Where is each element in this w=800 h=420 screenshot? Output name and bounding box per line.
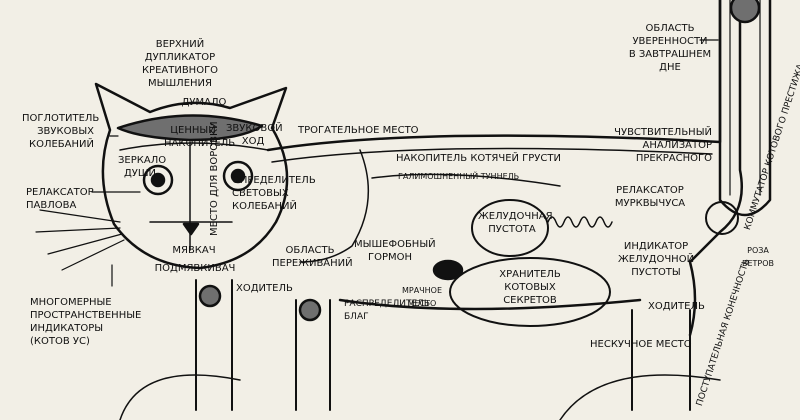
front-joint-right <box>298 298 322 322</box>
whiskers <box>35 209 125 271</box>
label-gloomy-place: МРАЧНОЕ МЕСТО <box>401 286 443 308</box>
cat-body-outline <box>266 0 744 337</box>
spring-coil <box>547 216 613 228</box>
label-walker-right: ХОДИТЕЛЬ <box>648 301 705 312</box>
tail-tip <box>729 0 761 24</box>
label-light-detector: ОПРЕДЕЛИТЕЛЬ СВЕТОВЫХ КОЛЕБАНИЙ <box>232 175 316 212</box>
label-sound-absorber: ПОГЛОТИТЕЛЬ ЗВУКОВЫХ КОЛЕБАНИЙ <box>22 113 100 150</box>
hormone-blob <box>432 259 464 281</box>
label-confidence-area: ОБЛАСТЬ УВЕРЕННОСТИ В ЗАВТРАШНЕМ ДНЕ <box>628 23 712 73</box>
label-stomach-indicator: ИНДИКАТОР ЖЕЛУДОЧНОЙ ПУСТОТЫ <box>617 241 695 278</box>
label-beauty-analyzer: ЧУВСТВИТЕЛЬНЫЙ АНАЛИЗАТОР ПРЕКРАСНОГО <box>614 127 712 164</box>
prestige-commutator-node <box>705 201 739 235</box>
nose <box>182 222 200 236</box>
label-stomach-void: ЖЕЛУДОЧНАЯ ПУСТОТА <box>478 211 553 235</box>
right-eye <box>222 160 254 192</box>
back-inner-line <box>271 147 713 163</box>
label-walker-left: ХОДИТЕЛЬ <box>236 283 293 294</box>
label-experience-area: ОБЛАСТЬ ПЕРЕЖИВАНИЙ <box>272 245 353 269</box>
label-valuable-accumulator: ЦЕННЫЙ НАКОПИТЕЛЬ <box>164 125 236 149</box>
stomach-void <box>471 199 549 257</box>
label-dumalo: ДУМАЛО <box>181 97 227 108</box>
tail-inner <box>729 0 761 196</box>
label-tunnel: ГАЛИМОШНЕННЫЙ ТУННЕЛЬ <box>398 172 520 181</box>
label-spatial-indicators: МНОГОМЕРНЫЕ ПРОСТРАНСТВЕННЫЕ ИНДИКАТОРЫ … <box>30 297 142 347</box>
label-sound-passage: ЗВУКОВОЙ ХОД <box>226 123 283 147</box>
label-theft-place: МЕСТО ДЛЯ ВОРОВКИ <box>209 121 220 236</box>
cat-head-outline <box>94 82 289 270</box>
secret-keeper <box>449 257 611 327</box>
label-podmyavkivach: ПОДМЯВКИВАЧ <box>154 263 236 274</box>
label-soul-mirror: ЗЕРКАЛО ДУШИ <box>118 155 167 179</box>
label-sadness-accumulator: НАКОПИТЕЛЬ КОТЯЧЕЙ ГРУСТИ <box>396 153 561 164</box>
label-purr-relaxer: РЕЛАКСАТОР МУРКВЫЧУСА <box>614 185 686 209</box>
label-fun-place: НЕСКУЧНОЕ МЕСТО <box>590 339 692 350</box>
label-touching-place: ТРОГАТЕЛЬНОЕ МЕСТО <box>298 125 419 136</box>
label-wind-rose: РОЗА ВЕТРОВ <box>741 246 775 268</box>
left-pupil <box>150 172 166 188</box>
brain-region <box>116 114 264 142</box>
label-secret-keeper: ХРАНИТЕЛЬ КОТОВЫХ СЕКРЕТОВ <box>499 269 561 306</box>
back-legs <box>631 309 691 411</box>
label-upper-duplicator: ВЕРХНИЙ ДУПЛИКАТОР КРЕАТИВНОГО МЫШЛЕНИЯ <box>141 39 219 89</box>
label-mouse-hormone: МЫШЕФОБНЫЙ ГОРМОН <box>354 239 436 263</box>
ground-curve <box>119 374 721 420</box>
label-myavkach: МЯВКАЧ <box>172 245 216 256</box>
front-joint-left <box>198 284 222 308</box>
pipe <box>299 149 370 263</box>
label-goods-distributor: РАСПРЕДЕЛИТЕЛЬ БЛАГ <box>344 299 431 322</box>
front-legs <box>195 279 331 411</box>
leader-lines <box>91 39 719 287</box>
tunnel <box>371 173 561 187</box>
left-eye <box>142 164 174 196</box>
right-pupil <box>230 168 246 184</box>
head-divider-line <box>119 142 269 151</box>
label-pavlov-relaxer: РЕЛАКСАТОР ПАВЛОВА <box>26 187 94 211</box>
